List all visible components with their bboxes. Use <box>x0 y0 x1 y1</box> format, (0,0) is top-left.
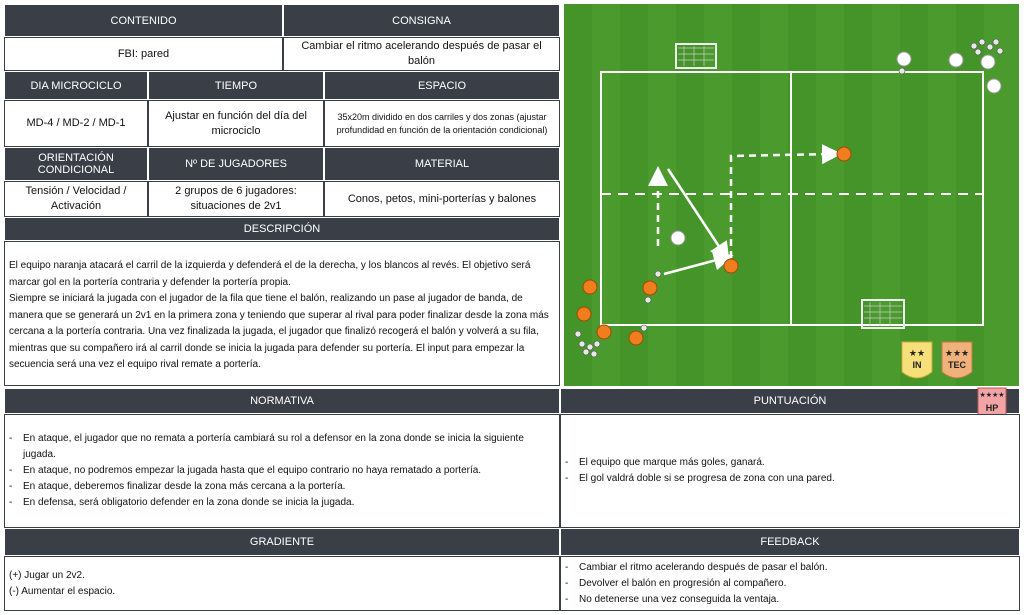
list-item: -Devolver el balón en progresión al comp… <box>565 577 787 589</box>
orange-player <box>642 280 658 296</box>
svg-text:TEC: TEC <box>948 360 967 370</box>
header-tiempo: TIEMPO <box>148 71 324 100</box>
value-material: Conos, petos, mini-porterías y balones <box>324 181 560 217</box>
header-feedback: FEEDBACK <box>560 528 1020 556</box>
value-consigna: Cambiar el ritmo acelerando después de p… <box>283 37 560 71</box>
gradiente-list: (+) Jugar un 2v2. (-) Aumentar el espaci… <box>4 556 560 611</box>
header-espacio: ESPACIO <box>324 71 560 100</box>
orange-player <box>582 279 598 295</box>
white-player <box>670 230 686 246</box>
header-puntuacion: PUNTUACIÓN <box>560 388 1020 414</box>
svg-text:★★: ★★ <box>909 348 925 358</box>
mini-goal-bottom <box>861 299 905 329</box>
value-espacio: 35x20m dividido en dos carriles y dos zo… <box>324 100 560 147</box>
orange-player <box>596 324 612 340</box>
list-item: -Cambiar el ritmo acelerando después de … <box>565 561 828 573</box>
orange-player <box>723 258 739 274</box>
balls <box>574 38 1004 358</box>
header-normativa: NORMATIVA <box>4 388 560 414</box>
white-player <box>980 54 996 70</box>
puntuacion-list: -El equipo que marque más goles, ganará.… <box>560 414 1020 528</box>
svg-text:★★★★: ★★★★ <box>979 391 1004 399</box>
normativa-list: -En ataque, el jugador que no remata a p… <box>4 414 560 528</box>
list-item: -No detenerse una vez conseguida la vent… <box>565 593 780 605</box>
header-gradiente: GRADIENTE <box>4 528 560 556</box>
white-player <box>896 51 912 67</box>
white-player <box>986 78 1002 94</box>
header-contenido: CONTENIDO <box>4 4 283 37</box>
header-material: MATERIAL <box>324 147 560 181</box>
value-dia-microciclo: MD-4 / MD-2 / MD-1 <box>4 100 148 147</box>
orange-player <box>576 306 592 322</box>
descripcion-text: El equipo naranja atacará el carril de l… <box>4 241 560 386</box>
value-orientacion-condicional: Tensión / Velocidad / Activación <box>4 181 148 217</box>
orange-player <box>628 330 644 346</box>
pass-arrow <box>663 250 734 276</box>
white-player <box>948 52 964 68</box>
feedback-list: -Cambiar el ritmo acelerando después de … <box>560 556 1020 611</box>
header-descripcion: DESCRIPCIÓN <box>4 217 560 241</box>
badge-tec: ★★★ TEC <box>941 341 973 379</box>
list-item: -El gol valdrá doble si se progresa de z… <box>565 473 835 484</box>
descripcion-paragraph: Siempre se iniciará la jugada con el jug… <box>9 293 549 370</box>
svg-text:★★★: ★★★ <box>945 348 969 358</box>
value-tiempo: Ajustar en función del día del microcicl… <box>148 100 324 147</box>
descripcion-paragraph: El equipo naranja atacará el carril de l… <box>9 260 531 288</box>
header-orientacion-condicional: ORIENTACIÓN CONDICIONAL <box>4 147 148 181</box>
list-item: -En ataque, deberemos finalizar desde la… <box>9 481 346 492</box>
list-item: (-) Aumentar el espacio. <box>9 585 116 597</box>
header-dia-microciclo: DIA MICROCICLO <box>4 71 148 100</box>
badge-in: ★★ IN <box>901 341 933 379</box>
value-contenido: FBI: pared <box>4 37 283 71</box>
orange-player <box>836 146 852 162</box>
list-item: -En ataque, el jugador que no remata a p… <box>9 433 524 460</box>
run-arrow <box>729 144 842 258</box>
pass-arrow <box>666 168 730 263</box>
mini-goal-top <box>675 43 717 69</box>
list-item: (+) Jugar un 2v2. <box>9 569 85 581</box>
svg-text:HP: HP <box>986 403 999 413</box>
list-item: -En defensa, será obligatorio defender e… <box>9 497 355 508</box>
list-item: -El equipo que marque más goles, ganará. <box>565 457 765 468</box>
svg-text:IN: IN <box>913 360 922 370</box>
header-jugadores: Nº DE JUGADORES <box>148 147 324 181</box>
list-item: -En ataque, no podremos empezar la jugad… <box>9 465 482 476</box>
pitch-diagram: ★★ IN ★★★ TEC <box>564 4 1019 386</box>
header-consigna: CONSIGNA <box>283 4 560 37</box>
value-jugadores: 2 grupos de 6 jugadores: situaciones de … <box>148 181 324 217</box>
